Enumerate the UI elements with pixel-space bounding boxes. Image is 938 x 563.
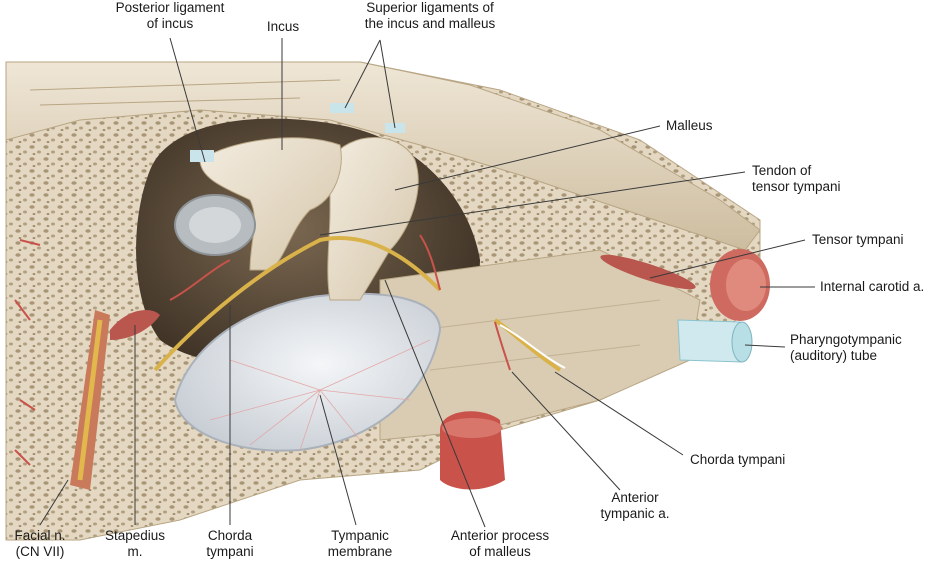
label-internal-carotid-artery: Internal carotid a.	[820, 279, 925, 294]
label-superior-ligaments: Superior ligaments of the incus and mall…	[364, 0, 496, 31]
tegmen-bone	[5, 61, 761, 251]
leader-lines	[39, 37, 815, 528]
label-posterior-ligament-of-incus: Posterior ligament of incus	[115, 0, 225, 31]
posterior-ligament	[190, 150, 214, 162]
label-chorda-tympani-right: Chorda tympani	[690, 452, 786, 467]
superior-ligament-a	[330, 103, 354, 113]
label-tensor-tympani: Tensor tympani	[812, 232, 904, 247]
chorda-tympani-nerve	[153, 236, 442, 372]
label-anterior-tympanic-artery: Anterior tympanic a.	[600, 490, 670, 521]
label-tendon-of-tensor-tympani: Tendon of tensor tympani	[752, 163, 841, 194]
anterior-tympanic-artery	[494, 321, 511, 371]
label-facial-nerve: Facial n. (CN VII)	[14, 528, 66, 559]
tensor-tympani-muscle	[600, 254, 696, 290]
incus-shape	[199, 137, 342, 271]
label-pharyngotympanic-tube: Pharyngotympanic (auditory) tube	[790, 332, 902, 363]
label-malleus: Malleus	[666, 118, 713, 133]
label-chorda-tympani-bottom: Chorda tympani	[206, 528, 254, 559]
label-incus: Incus	[266, 19, 300, 34]
label-stapedius: Stapedius m.	[104, 528, 166, 559]
label-anterior-process-of-malleus: Anterior process of malleus	[450, 528, 550, 559]
malleus-shape	[327, 137, 419, 301]
label-tympanic-membrane: Tympanic membrane	[327, 528, 393, 559]
